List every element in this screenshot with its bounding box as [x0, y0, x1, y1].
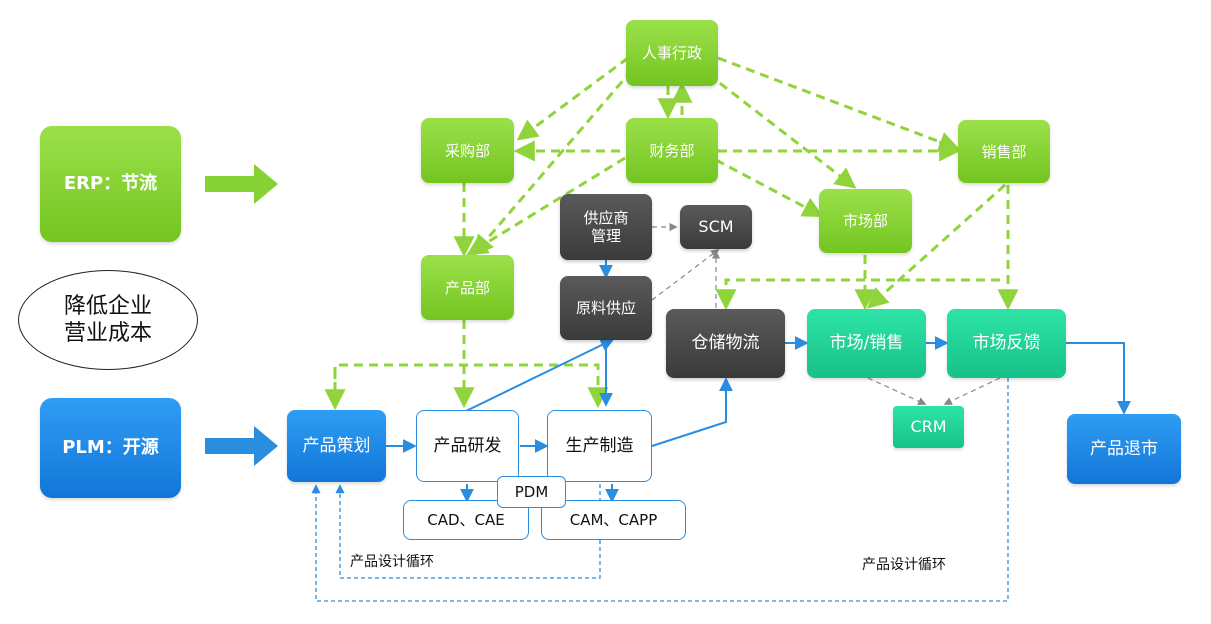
reduce-cost-line-1: 降低企业	[63, 293, 152, 319]
main-flow-links	[386, 260, 1131, 503]
manufacturing-node: 生产制造	[547, 410, 652, 482]
cam-capp-label: CAM、CAPP	[569, 511, 658, 529]
finance-label: 财务部	[649, 141, 695, 160]
supplier-mgmt-line-1: 供应商	[583, 209, 629, 227]
design-loop-links	[311, 378, 1009, 602]
market-sales-label: 市场/销售	[829, 333, 904, 354]
pdm-label: PDM	[514, 483, 549, 501]
plm-label-box: PLM：开源	[40, 398, 181, 498]
sales-dept-node: 销售部	[958, 120, 1050, 183]
plm-big-arrow	[205, 426, 278, 466]
purchasing-node: 采购部	[421, 118, 514, 183]
planning-node: 产品策划	[287, 410, 386, 482]
reduce-cost-ellipse: 降低企业 营业成本	[18, 270, 198, 370]
product-dept-label: 产品部	[444, 278, 490, 297]
design-loop-caption-inner: 产品设计循环	[350, 554, 434, 570]
retire-node: 产品退市	[1067, 414, 1181, 484]
supply-links	[651, 222, 1001, 406]
product-dept-node: 产品部	[421, 255, 514, 320]
reduce-cost-line-2: 营业成本	[63, 321, 152, 346]
supplier-mgmt-line-2: 管理	[590, 227, 621, 245]
erp-label-box: ERP：节流	[40, 126, 181, 242]
finance-node: 财务部	[626, 118, 718, 183]
erp-label: ERP：节流	[63, 173, 158, 195]
marketing-dept-node: 市场部	[819, 189, 912, 253]
sales-dept-label: 销售部	[981, 142, 1027, 161]
cam-capp-node: CAM、CAPP	[541, 500, 686, 540]
marketing-dept-label: 市场部	[842, 212, 888, 230]
feedback-label: 市场反馈	[972, 333, 1041, 354]
warehouse-node: 仓储物流	[666, 309, 785, 378]
hr-node: 人事行政	[626, 20, 718, 86]
rnd-label: 产品研发	[433, 435, 502, 456]
department-links	[324, 56, 1019, 411]
warehouse-label: 仓储物流	[691, 333, 760, 354]
pdm-node: PDM	[497, 476, 566, 508]
design-loop-caption-outer: 产品设计循环	[862, 557, 946, 573]
cad-cae-label: CAD、CAE	[427, 511, 505, 529]
erp-big-arrow	[205, 164, 278, 204]
crm-label: CRM	[910, 417, 947, 437]
manufacturing-label: 生产制造	[565, 435, 634, 456]
planning-label: 产品策划	[302, 435, 371, 456]
feedback-node: 市场反馈	[947, 309, 1066, 378]
plm-label: PLM：开源	[62, 437, 159, 459]
raw-material-label: 原料供应	[575, 299, 636, 317]
scm-label: SCM	[698, 217, 734, 237]
supplier-mgmt-node: 供应商 管理	[560, 194, 652, 260]
scm-node: SCM	[680, 205, 752, 249]
crm-node: CRM	[893, 406, 964, 448]
hr-label: 人事行政	[641, 44, 702, 62]
retire-label: 产品退市	[1090, 438, 1158, 459]
raw-material-node: 原料供应	[560, 276, 652, 340]
market-sales-node: 市场/销售	[807, 309, 926, 378]
rnd-node: 产品研发	[416, 410, 519, 482]
purchasing-label: 采购部	[444, 141, 490, 160]
